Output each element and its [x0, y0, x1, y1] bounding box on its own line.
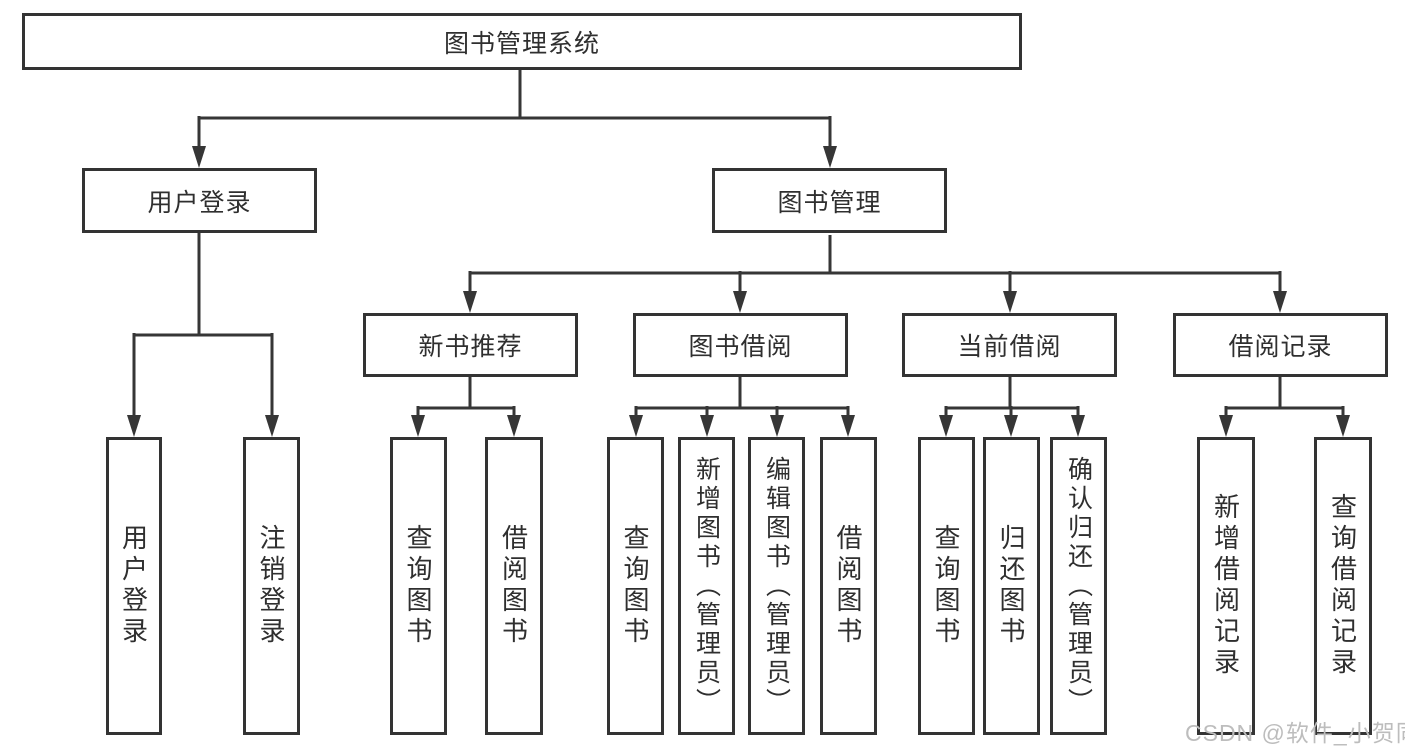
node-book-management: 图书管理: [712, 168, 947, 233]
node-new-book-recommend: 新书推荐: [363, 313, 578, 377]
node-user-login: 用户登录: [82, 168, 317, 233]
leaf-user-login: 用户登录: [106, 437, 162, 735]
leaf-nbr-borrow-books: 借阅图书: [485, 437, 543, 735]
leaf-cb-return-books: 归还图书: [983, 437, 1040, 735]
leaf-bb-add-books-admin: 新增图书（管理员）: [678, 437, 735, 735]
leaf-bb-edit-books-admin: 编辑图书（管理员）: [748, 437, 805, 735]
leaf-bb-query-books: 查询图书: [607, 437, 664, 735]
leaf-cb-query-books: 查询图书: [918, 437, 975, 735]
node-library-management-system: 图书管理系统: [22, 13, 1022, 70]
leaf-cb-confirm-return-admin: 确认归还（管理员）: [1050, 437, 1107, 735]
connector-currentborrow-to-leaves: [939, 377, 1085, 437]
connector-bookborrow-to-leaves: [629, 377, 855, 437]
leaf-br-query-record: 查询借阅记录: [1314, 437, 1372, 735]
connector-userlogin-to-leaves: [127, 233, 279, 437]
csdn-watermark: CSDN @软件_小贺同学: [1185, 720, 1405, 746]
leaf-bb-borrow-books: 借阅图书: [820, 437, 877, 735]
leaf-br-add-record: 新增借阅记录: [1197, 437, 1255, 735]
leaf-nbr-query-books: 查询图书: [390, 437, 447, 735]
node-borrow-record: 借阅记录: [1173, 313, 1388, 377]
node-book-borrow: 图书借阅: [633, 313, 848, 377]
connector-root-to-level2: [192, 70, 837, 168]
connector-bookmgmt-to-level3: [463, 235, 1287, 313]
connector-newbook-to-leaves: [411, 377, 521, 437]
leaf-logout: 注销登录: [243, 437, 300, 735]
connector-borrowrecord-to-leaves: [1219, 377, 1350, 437]
node-current-borrow: 当前借阅: [902, 313, 1117, 377]
